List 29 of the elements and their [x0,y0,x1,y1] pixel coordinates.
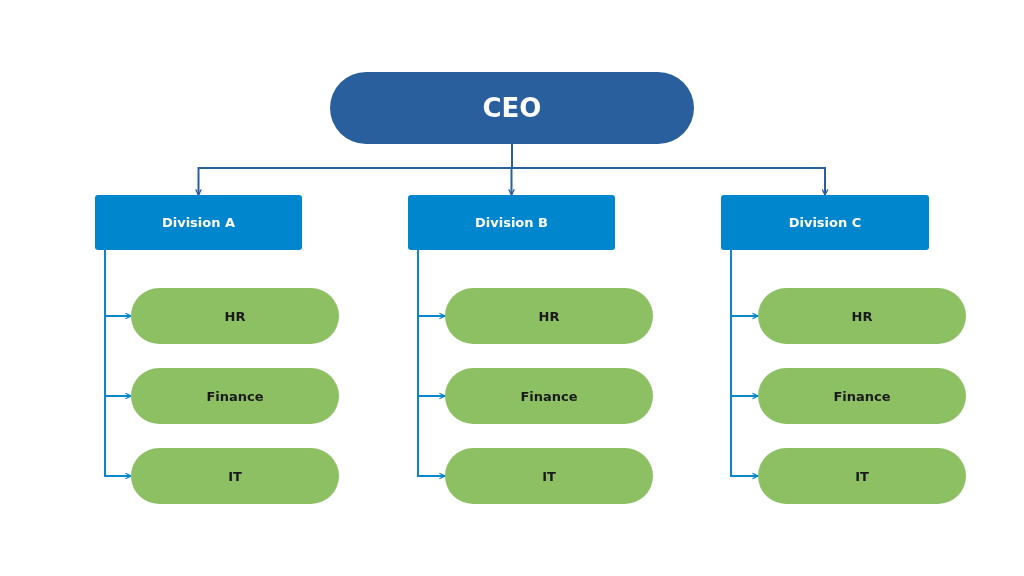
division-box [95,195,302,250]
arrow [104,249,132,480]
arrow [417,249,446,480]
department-pill [758,448,966,504]
division-box [408,195,615,250]
node-label: Finance [833,388,891,404]
department-pill [131,368,339,424]
node-label: HR [538,308,560,324]
node-label: HR [851,308,873,324]
department-pill [758,288,966,344]
node-label: Finance [206,388,264,404]
division-box [721,195,929,250]
department-pill [445,288,653,344]
node-label: IT [228,468,242,484]
node-label: Division C [788,215,862,230]
node-label: Finance [520,388,578,404]
node-label: IT [542,468,556,484]
department-pill [131,288,339,344]
node-label: CEO [482,93,542,123]
arrow [730,249,759,480]
node-label: Division A [161,215,236,230]
department-pill [445,448,653,504]
node-label: IT [855,468,869,484]
node-label: Division B [475,215,548,230]
arrow [511,143,829,196]
department-pill [445,368,653,424]
department-pill [758,368,966,424]
node-label: HR [224,308,246,324]
department-pill [131,448,339,504]
